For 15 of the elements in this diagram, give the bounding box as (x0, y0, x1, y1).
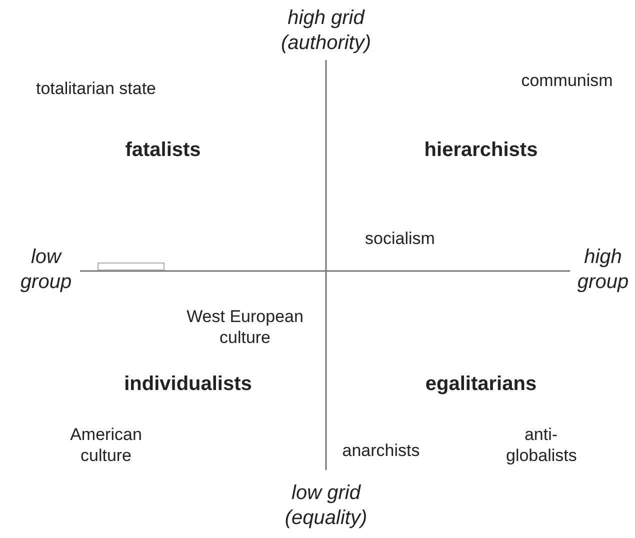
axis-label: high grid (authority) (280, 6, 372, 56)
quadrant-example: American culture (69, 424, 143, 466)
quadrant-example: West European culture (186, 306, 304, 348)
quadrant-title: hierarchists (423, 138, 539, 163)
quadrant-example: totalitarian state (36, 78, 156, 100)
quadrant-title: egalitarians (424, 372, 538, 397)
quadrant-title: fatalists (124, 138, 202, 163)
axis-label: low grid (equality) (284, 481, 368, 531)
quadrant-example: socialism (364, 228, 436, 250)
quadrant-title: individualists (123, 372, 253, 397)
axis-label: high group (576, 245, 630, 295)
quadrant-example: anarchists (341, 440, 421, 462)
quadrant-example: anti-globalists (506, 424, 576, 466)
axis-label: low group (19, 245, 73, 295)
quadrant-example: communism (520, 70, 614, 92)
